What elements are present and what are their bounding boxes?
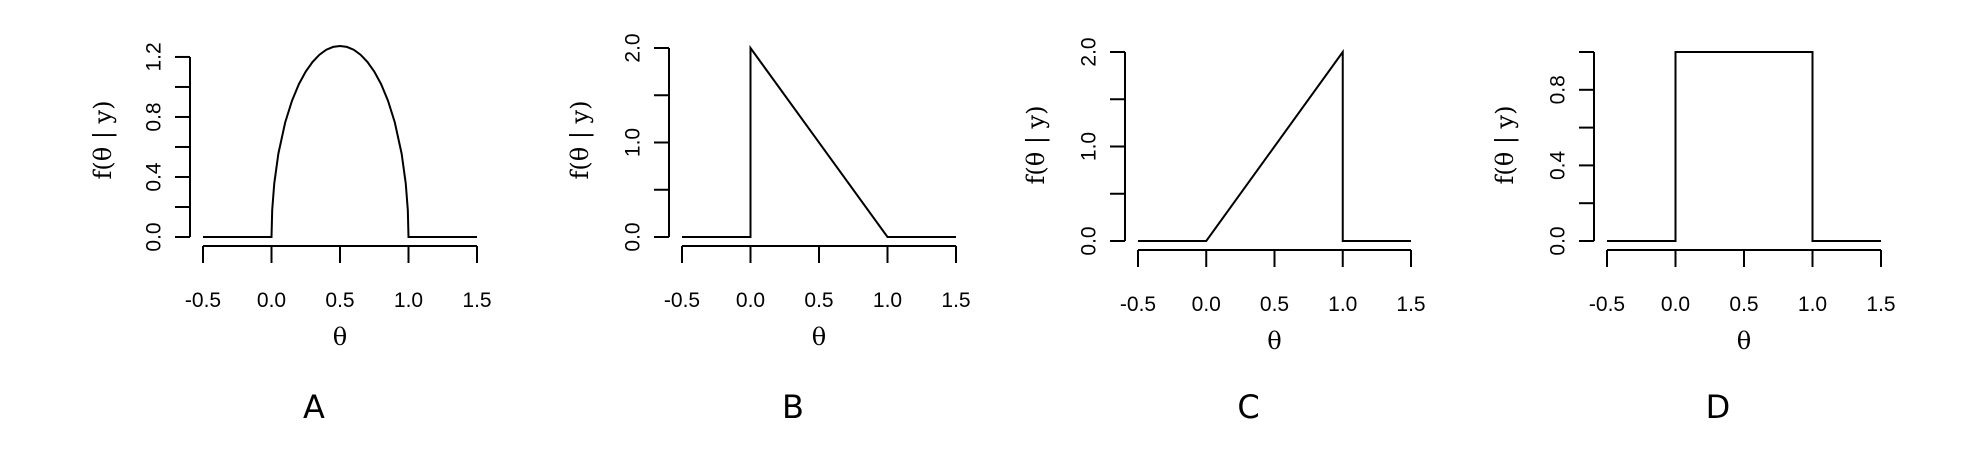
x-axis-title: θ: [1267, 327, 1281, 355]
x-tick-label: 0.5: [1729, 293, 1758, 316]
x-tick-label: -0.5: [664, 289, 700, 312]
y-tick-label: 1.0: [1078, 132, 1101, 161]
x-tick-label: 0.0: [1661, 293, 1690, 316]
y-axis-title: f(θ | y): [89, 101, 118, 180]
x-tick-label: 1.5: [1866, 293, 1895, 316]
y-tick-label: 2.0: [1078, 37, 1101, 66]
y-axis-title: f(θ | y): [566, 101, 595, 180]
x-tick-label: 1.0: [873, 289, 902, 312]
x-tick-label: 0.0: [257, 289, 286, 312]
y-tick-label: 0.8: [143, 102, 166, 131]
chart-panel-c: -0.5 0.0 0.5 1.0 1.5 0.0 1.0 2.0 θ f(θ | y) C: [1022, 37, 1426, 426]
y-tick-label: 1.2: [143, 42, 166, 71]
y-axis-title: f(θ | y): [1491, 106, 1520, 185]
x-tick-label: 0.0: [736, 289, 765, 312]
panel-label: A: [303, 388, 325, 426]
x-tick-label: 0.5: [804, 289, 833, 312]
x-tick-label: 1.5: [462, 289, 491, 312]
chart-panel-d: -0.5 0.0 0.5 1.0 1.5 0.0 0.4 0.8 θ f(θ | y) D: [1491, 51, 1896, 426]
panel-label: C: [1237, 388, 1259, 426]
x-tick-label: 1.0: [1798, 293, 1827, 316]
x-tick-label: -0.5: [1589, 293, 1625, 316]
panel-label: B: [782, 388, 804, 426]
x-axis-title: θ: [812, 323, 826, 351]
y-tick-label: 0.0: [1547, 226, 1570, 255]
y-tick-label: 2.0: [622, 33, 645, 62]
y-tick-label: 0.4: [1547, 150, 1570, 180]
panel-label: D: [1706, 388, 1731, 426]
x-axis-title: θ: [333, 323, 347, 351]
x-tick-label: -0.5: [185, 289, 221, 312]
x-axis-title: θ: [1737, 327, 1751, 355]
chart-panel-a: -0.5 0.0 0.5 1.0 1.5 0.0 0.4 0.8 1.2 θ f(θ | y) A: [89, 42, 492, 426]
x-tick-label: -0.5: [1120, 293, 1156, 316]
y-tick-label: 0.4: [143, 162, 166, 192]
chart-panel-b: -0.5 0.0 0.5 1.0 1.5 0.0 1.0 2.0 θ f(θ | y) B: [566, 33, 971, 426]
density-curve: [203, 44, 477, 238]
x-tick-label: 1.0: [394, 289, 423, 312]
y-tick-label: 0.8: [1547, 75, 1570, 104]
x-tick-label: 1.5: [1396, 293, 1425, 316]
y-tick-label: 1.0: [622, 128, 645, 157]
density-curve: [1607, 51, 1881, 242]
density-curve: [1138, 48, 1411, 242]
x-tick-label: 1.5: [941, 289, 970, 312]
density-curve: [682, 44, 956, 238]
x-tick-label: 0.5: [1260, 293, 1289, 316]
y-tick-label: 0.0: [143, 222, 166, 251]
y-tick-label: 0.0: [622, 222, 645, 251]
y-tick-label: 0.0: [1078, 226, 1101, 255]
x-tick-label: 1.0: [1328, 293, 1357, 316]
x-tick-label: 0.0: [1192, 293, 1221, 316]
x-tick-label: 0.5: [325, 289, 354, 312]
y-axis-title: f(θ | y): [1022, 106, 1051, 185]
